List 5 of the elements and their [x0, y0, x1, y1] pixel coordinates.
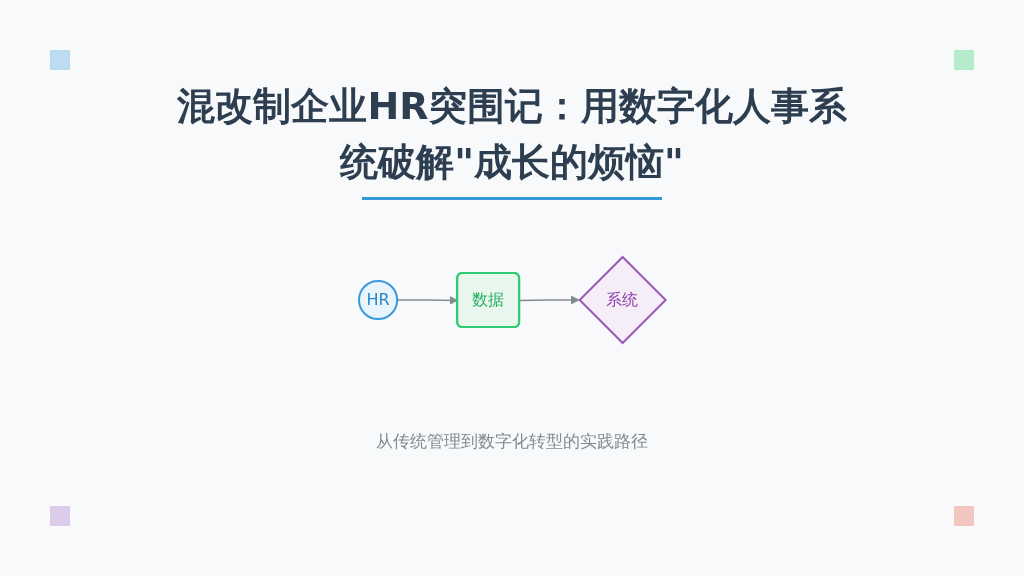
node-diamond: 系统 — [577, 255, 667, 345]
title: 混改制企业HR突围记：用数字化人事系统破解"成长的烦恼" — [176, 83, 848, 186]
arrow — [518, 295, 580, 305]
caption: 从传统管理到数字化转型的实践路径 — [375, 430, 649, 453]
node-circle: HR — [357, 279, 398, 321]
